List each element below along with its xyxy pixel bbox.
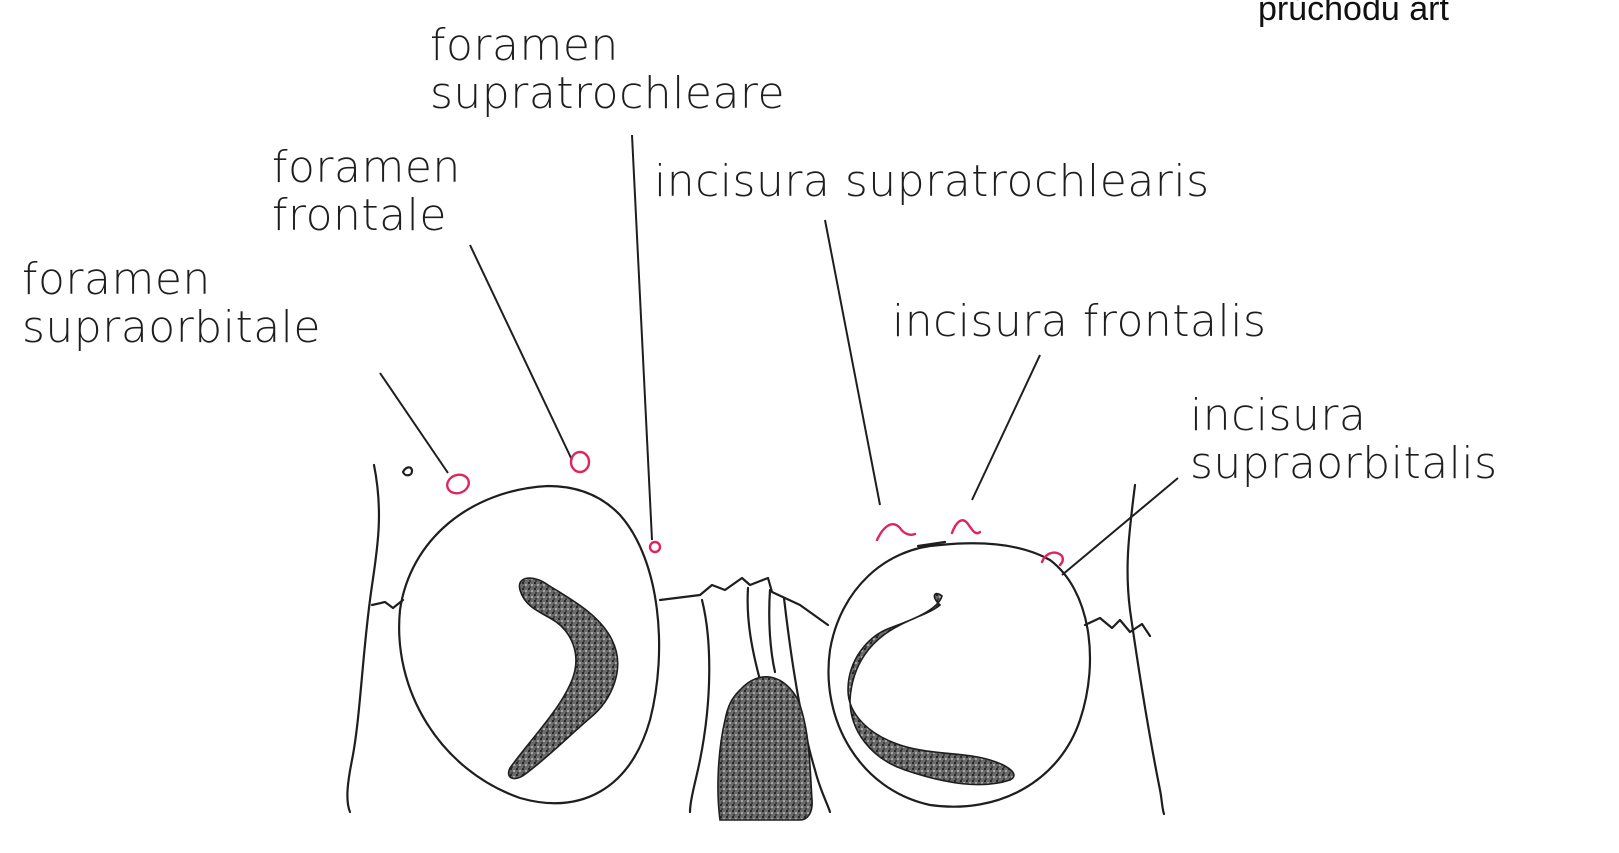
pointer-foramen-frontale <box>470 245 572 460</box>
label-foramen-frontale-2: frontale <box>272 194 447 238</box>
incisura-supratrochlearis-marker <box>877 524 915 540</box>
pointer-foramen-supratrochleare <box>632 135 652 540</box>
nasal-left <box>690 600 709 812</box>
label-incisura-supraorbitalis-2: supraorbitalis <box>1190 442 1498 486</box>
right-orbit-fissure <box>848 594 1014 785</box>
nasal-septum <box>748 588 760 680</box>
label-foramen-supratrochleare-2: supratrochleare <box>430 72 785 116</box>
left-suture <box>372 600 403 608</box>
pointer-incisura-supratrochlearis <box>825 220 880 505</box>
left-small-mark <box>403 467 412 475</box>
label-incisura-supratrochlearis: incisura supratrochlearis <box>654 160 1210 204</box>
skull-right-edge <box>1128 485 1164 814</box>
pointer-incisura-frontalis <box>972 355 1040 500</box>
foramen-supratrochleare-marker <box>650 542 660 552</box>
skull-left-edge <box>347 465 379 812</box>
nasal-bridge <box>660 578 828 625</box>
foramen-supraorbitale-marker <box>445 472 472 496</box>
pointer-incisura-supraorbitalis <box>1062 478 1178 575</box>
incisura-frontalis-marker <box>952 520 980 533</box>
label-foramen-frontale-1: foramen <box>272 146 461 190</box>
label-foramen-supraorbitale-1: foramen <box>22 258 211 302</box>
pointer-foramen-supraorbitale <box>380 373 448 473</box>
corner-text: průchodu art <box>1258 0 1449 29</box>
label-incisura-supraorbitalis-1: incisura <box>1190 394 1366 438</box>
label-foramen-supraorbitale-2: supraorbitale <box>22 306 321 350</box>
right-suture <box>1085 618 1150 636</box>
foramen-frontale-marker <box>571 452 589 472</box>
nasal-septum-2 <box>769 590 775 672</box>
label-incisura-frontalis: incisura frontalis <box>892 300 1266 344</box>
label-foramen-supratrochleare-1: foramen <box>430 24 619 68</box>
left-orbit-fissure <box>509 578 618 778</box>
